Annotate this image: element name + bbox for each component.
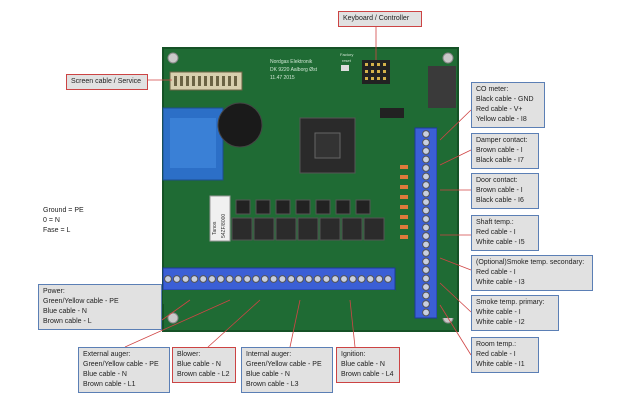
terminal-screw (269, 275, 278, 283)
silkscreen-line: Nordgas Elektronik (270, 59, 313, 65)
terminal-screw (313, 275, 322, 283)
terminal-screw (252, 275, 260, 283)
terminal-screw (422, 257, 430, 266)
mounting-hole (442, 52, 454, 64)
terminal-screw (422, 138, 430, 147)
room-temp-label: Room temp.: Red cable - I White cable - … (471, 337, 539, 373)
terminal-screw (422, 189, 430, 198)
terminal-screw (422, 232, 430, 240)
terminal-screw (278, 275, 287, 283)
terminal-screw (234, 275, 243, 283)
terminal-screw (422, 215, 430, 223)
relay-module (209, 195, 231, 242)
mounting-hole (167, 312, 179, 324)
terminal-screw (422, 206, 430, 215)
door-contact-label: Door contact: Brown cable - I Black cabl… (471, 173, 539, 209)
terminal-screw (422, 130, 430, 138)
terminal-screw (422, 181, 430, 189)
damper-contact-label: Damper contact: Brown cable - I Black ca… (471, 133, 539, 169)
terminal-screw (357, 275, 366, 283)
terminal-screw (422, 147, 430, 155)
terminal-screw (348, 275, 357, 283)
silkscreen-line: 11.47 2015 (270, 75, 295, 81)
terminal-screw (181, 275, 190, 283)
terminal-screw (422, 223, 430, 232)
relay-text: 54ZF/8000 (221, 214, 227, 238)
co-meter-label: CO meter: Black cable - GND Red cable - … (471, 82, 545, 128)
terminal-screw (366, 275, 375, 283)
terminal-screw (422, 172, 430, 181)
keyboard-controller-label: Keyboard / Controller (338, 11, 422, 27)
terminal-screw (422, 300, 430, 308)
terminal-screw (164, 275, 172, 283)
terminal-screw (172, 275, 181, 283)
terminal-screw (422, 283, 430, 291)
power-label: Power: Green/Yellow cable - PE Blue cabl… (38, 284, 162, 330)
ground-legend: Ground = PE 0 = N Fase = L (43, 207, 84, 234)
terminal-screw (422, 155, 430, 164)
terminal-screw (322, 275, 331, 283)
terminal-screw (260, 275, 269, 283)
relay-text: Tanos (212, 221, 218, 235)
internal-auger-label: Internal auger: Green/Yellow cable - PE … (241, 347, 333, 393)
factory-reset-text: Factory (340, 52, 353, 57)
terminal-screw (422, 249, 430, 257)
external-auger-label: External auger: Green/Yellow cable - PE … (78, 347, 170, 393)
terminal-screw (422, 291, 430, 300)
smoke-temp-primary-label: Smoke temp. primary: White cable - I Whi… (471, 295, 559, 331)
terminal-screw (208, 275, 216, 283)
terminal-screw (225, 275, 234, 283)
terminal-screw (384, 275, 392, 283)
terminal-screw (422, 164, 430, 172)
terminal-screw (296, 275, 304, 283)
terminal-screw (243, 275, 252, 283)
terminal-screw (216, 275, 225, 283)
terminal-screw (340, 275, 348, 283)
factory-reset-text: reset (342, 58, 352, 63)
ignition-label: Ignition: Blue cable - N Brown cable - L… (336, 347, 400, 383)
terminal-screw (199, 275, 208, 283)
blower-label: Blower: Blue cable - N Brown cable - L2 (172, 347, 236, 383)
capacitor (217, 102, 263, 148)
factory-reset-button (341, 65, 349, 71)
terminal-screw (287, 275, 296, 283)
leader-lines (124, 27, 472, 356)
screen-cable-label: Screen cable / Service (66, 74, 148, 90)
terminal-screw (422, 198, 430, 206)
smoke-temp-secondary-label: (Optional)Smoke temp. secondary: Red cab… (471, 255, 593, 291)
terminal-screw (422, 274, 430, 283)
triac-row (235, 199, 371, 215)
shaft-temp-label: Shaft temp.: Red cable - I White cable -… (471, 215, 539, 251)
terminal-screw (331, 275, 340, 283)
terminal-screw (304, 275, 313, 283)
terminal-screw (375, 275, 384, 283)
silkscreen-line: DK 9220 Aalborg Øst (270, 67, 318, 73)
mounting-hole (167, 52, 179, 64)
right-connector (428, 66, 456, 108)
terminal-screw (422, 308, 430, 317)
terminal-screw (422, 240, 430, 249)
terminal-screw (422, 266, 430, 274)
terminal-screw (190, 275, 199, 283)
